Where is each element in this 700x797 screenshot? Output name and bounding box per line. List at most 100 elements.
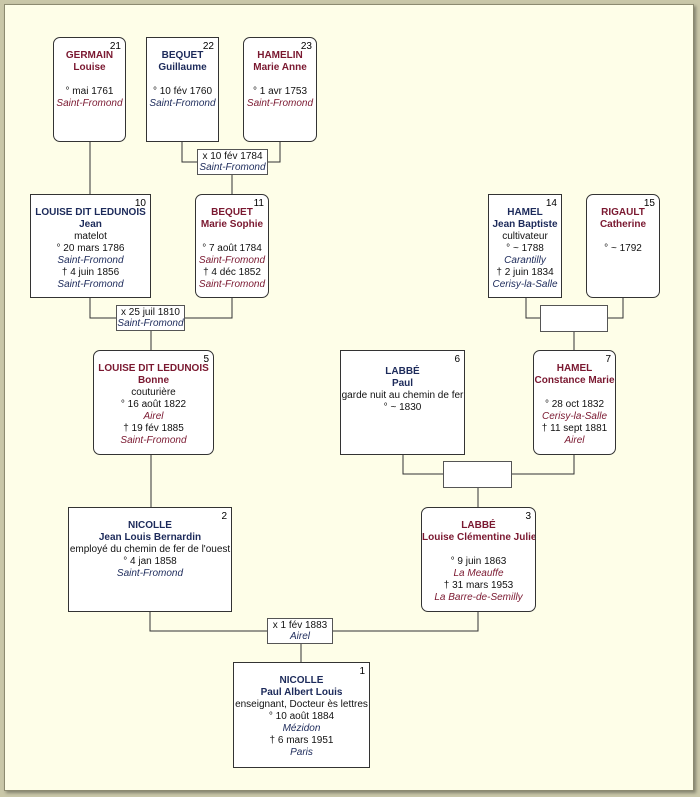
person-number: 1 [359,666,365,677]
person-card-14[interactable]: 14 HAMEL Jean Baptiste cultivateur ° ~ 1… [488,194,562,298]
birth-date: ° 1 avr 1753 [252,86,308,97]
person-surname: BEQUET [161,50,204,61]
person-card-6[interactable]: 6 LABBÉ Paul garde nuit au chemin de fer… [340,350,465,455]
person-number: 21 [109,41,121,52]
person-given-name: Catherine [599,219,647,230]
person-surname: LABBÉ [461,520,496,531]
person-given-name: Louise [73,62,106,73]
birth-place: Saint-Fromond [149,98,216,109]
person-number: 5 [203,354,209,365]
person-surname: HAMEL [556,363,593,374]
death-date: † 6 mars 1951 [269,735,334,746]
death-place: Airel [564,435,585,446]
birth-date: ° mai 1761 [65,86,114,97]
birth-date: ° ~ 1792 [604,243,642,254]
birth-date: ° 20 mars 1786 [56,243,125,254]
person-surname: NICOLLE [279,675,324,686]
birth-date: ° ~ 1788 [506,243,544,254]
person-given-name: Jean Baptiste [492,219,558,230]
person-given-name: Marie Anne [253,62,307,73]
marriage-box-22-23: x 10 fév 1784 Saint-Fromond [197,149,268,175]
person-number: 11 [253,198,264,209]
person-card-11[interactable]: 11 BEQUET Marie Sophie ° 7 août 1784 Sai… [195,194,269,298]
person-number: 23 [300,41,312,52]
person-given-name: Bonne [137,375,170,386]
person-given-name: Paul Albert Louis [260,687,343,698]
marriage-date: x 25 juil 1810 [121,307,180,318]
person-surname: BEQUET [211,207,253,218]
person-surname: HAMELIN [257,50,303,61]
death-place: Saint-Fromond [57,279,124,290]
person-number: 10 [134,198,146,209]
death-place: Saint-Fromond [120,435,187,446]
death-date: † 31 mars 1953 [443,580,514,591]
birth-place: Saint-Fromond [116,568,184,579]
birth-place: Saint-Fromond [57,255,124,266]
death-date: † 19 fév 1885 [123,423,184,434]
person-given-name: Jean Louis Bernardin [98,532,202,543]
marriage-box-6-7 [443,461,512,488]
person-given-name: Louise Clémentine Julie [422,532,536,543]
marriage-box-2-3: x 1 fév 1883 Airel [267,618,333,644]
person-card-2[interactable]: 2 NICOLLE Jean Louis Bernardin employé d… [68,507,232,612]
death-date: † 4 juin 1856 [61,267,120,278]
marriage-place: Saint-Fromond [199,162,266,173]
marriage-box-10-11: x 25 juil 1810 Saint-Fromond [116,305,185,331]
marriage-box-14-15 [540,305,608,332]
person-given-name: Jean [79,219,102,230]
birth-place: Saint-Fromond [246,98,314,109]
person-number: 14 [545,198,557,209]
person-given-name: Guillaume [158,62,207,73]
person-surname: LOUISE DIT LEDUNOIS [35,207,146,218]
person-surname: GERMAIN [65,50,114,61]
marriage-place: Airel [289,631,310,642]
birth-place: La Meauffe [453,568,504,579]
birth-date: ° 28 oct 1832 [544,399,605,410]
person-number: 2 [221,511,227,522]
person-given-name: Constance Marie [534,375,615,386]
birth-date: ° 9 juin 1863 [450,556,507,567]
birth-date: ° 10 août 1884 [268,711,335,722]
person-number: 3 [525,511,531,522]
person-surname: NICOLLE [128,520,172,531]
person-card-21[interactable]: 21 GERMAIN Louise ° mai 1761 Saint-Fromo… [53,37,126,142]
death-date: † 4 déc 1852 [203,267,261,278]
marriage-place: Saint-Fromond [117,318,184,329]
birth-date: ° 10 fév 1760 [152,86,213,97]
person-card-3[interactable]: 3 LABBÉ Louise Clémentine Julie ° 9 juin… [421,507,536,612]
occupation: cultivateur [502,231,548,242]
person-card-23[interactable]: 23 HAMELIN Marie Anne ° 1 avr 1753 Saint… [243,37,317,142]
person-number: 7 [605,354,611,365]
person-card-22[interactable]: 22 BEQUET Guillaume ° 10 fév 1760 Saint-… [146,37,219,142]
birth-date: ° 16 août 1822 [120,399,187,410]
person-surname: LABBÉ [385,366,420,377]
death-date: † 2 juin 1834 [496,267,554,278]
person-card-10[interactable]: 10 LOUISE DIT LEDUNOIS Jean matelot ° 20… [30,194,151,298]
birth-place: Airel [143,411,164,422]
birth-place: Cerisy-la-Salle [541,411,607,422]
marriage-date: x 10 fév 1784 [202,151,263,162]
person-given-name: Marie Sophie [200,219,264,230]
death-place: La Barre-de-Semilly [434,592,523,603]
death-place: Paris [290,747,313,758]
person-card-1[interactable]: 1 NICOLLE Paul Albert Louis enseignant, … [233,662,370,768]
person-number: 6 [454,354,460,365]
person-surname: RIGAULT [601,207,645,218]
person-number: 15 [643,198,655,209]
person-card-7[interactable]: 7 HAMEL Constance Marie ° 28 oct 1832 Ce… [533,350,616,455]
person-card-5[interactable]: 5 LOUISE DIT LEDUNOIS Bonne couturière °… [93,350,214,455]
person-card-15[interactable]: 15 RIGAULT Catherine ° ~ 1792 [586,194,660,298]
death-date: † 11 sept 1881 [541,423,608,434]
death-place: Saint-Fromond [198,279,266,290]
occupation: employé du chemin de fer de l'ouest [69,544,231,555]
birth-place: Saint-Fromond [56,98,123,109]
death-place: Cerisy-la-Salle [492,279,558,290]
birth-place: Mézidon [282,723,321,734]
birth-place: Carantilly [504,255,546,266]
marriage-date: x 1 fév 1883 [272,620,328,631]
person-surname: HAMEL [507,207,543,218]
birth-date: ° 4 jan 1858 [123,556,177,567]
birth-place: Saint-Fromond [198,255,266,266]
occupation: enseignant, Docteur ès lettres [235,699,368,710]
